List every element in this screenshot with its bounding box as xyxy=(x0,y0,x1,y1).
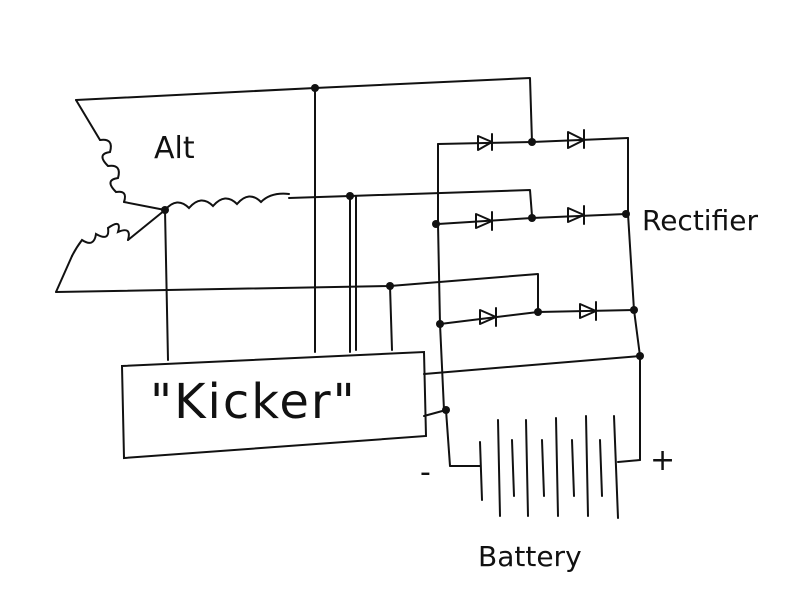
battery-negative-sign: - xyxy=(420,455,431,490)
alternator-label: Alt xyxy=(154,131,195,166)
middle-phase-wire xyxy=(349,189,533,217)
top-phase-node xyxy=(311,84,319,92)
diode-1a xyxy=(477,133,493,151)
kicker-label: "Kicker" xyxy=(150,374,357,430)
battery: - + Battery xyxy=(420,409,675,573)
battery-plate-10 xyxy=(613,415,619,519)
alt-top-winding-tail xyxy=(123,201,166,211)
rect-node-3a xyxy=(436,320,444,328)
bottom-phase-node xyxy=(386,282,394,290)
alt-middle-winding-tail xyxy=(288,195,351,199)
diode-3a xyxy=(479,307,497,327)
rectifier-left-rail xyxy=(437,143,445,411)
battery-plate-7 xyxy=(571,439,575,497)
alt-bottom-coil xyxy=(71,222,130,257)
battery-plate-8 xyxy=(585,415,589,517)
battery-plate-5 xyxy=(541,439,545,497)
kicker: "Kicker" xyxy=(120,350,641,460)
diode-2a xyxy=(475,211,493,231)
rectifier-right-rail xyxy=(627,137,641,461)
battery-plate-1 xyxy=(479,441,483,501)
top-phase-wire xyxy=(75,77,533,143)
rectifier: Rectifier xyxy=(432,129,758,461)
alt-bottom-winding-lead xyxy=(127,209,166,241)
battery-plate-2 xyxy=(497,419,501,517)
battery-positive-lead xyxy=(617,459,641,463)
battery-plate-4 xyxy=(525,419,529,517)
alt-top-winding-lead xyxy=(75,99,101,141)
kicker-box xyxy=(120,350,428,460)
rect-node-3c xyxy=(630,306,638,314)
rect-node-2b xyxy=(528,214,536,222)
battery-plate-6 xyxy=(555,417,559,517)
alt-middle-coil xyxy=(164,192,290,211)
rectifier-label: Rectifier xyxy=(642,204,758,237)
rect-node-1 xyxy=(528,138,536,146)
rect-node-3b xyxy=(534,308,542,316)
rect-node-2a xyxy=(432,220,440,228)
alt-top-coil xyxy=(99,138,126,203)
battery-positive-sign: + xyxy=(650,443,675,478)
rect-node-2c xyxy=(622,210,630,218)
diode-2b xyxy=(567,205,585,225)
middle-phase-node xyxy=(346,192,354,200)
alternator xyxy=(55,99,351,293)
neutral-to-kicker xyxy=(164,209,169,361)
kicker-to-rectifier-positive xyxy=(423,355,641,375)
diode-3b xyxy=(579,301,597,321)
kicker-to-rectifier-negative xyxy=(423,409,447,417)
alt-bottom-winding-tail xyxy=(55,255,73,293)
battery-negative-lead xyxy=(445,409,481,467)
battery-plate-3 xyxy=(511,439,515,497)
battery-plate-9 xyxy=(599,439,603,497)
bottom-phase-to-kicker xyxy=(389,285,393,351)
wiring xyxy=(55,77,539,361)
battery-label: Battery xyxy=(478,540,582,573)
diode-1b xyxy=(567,129,585,149)
bottom-phase-wire xyxy=(55,273,539,313)
